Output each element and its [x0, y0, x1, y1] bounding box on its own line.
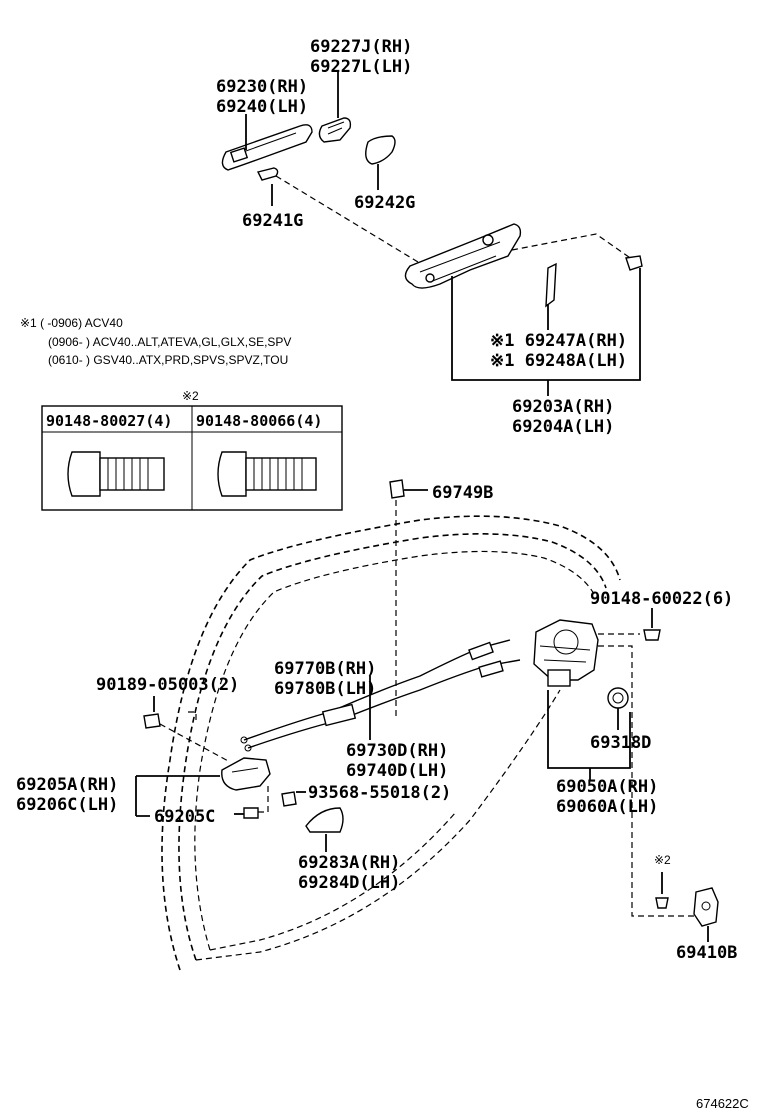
handle-cap-part	[318, 117, 352, 143]
label-69730d: 69730D(RH)	[346, 741, 448, 761]
label-69205a: 69205A(RH)	[16, 775, 118, 795]
outside-handle-part	[221, 124, 313, 171]
label-69318d: 69318D	[590, 733, 651, 753]
lock-rod-knob-part	[389, 479, 405, 499]
label-93568: 93568-55018(2)	[308, 783, 451, 803]
bolt-col-2: 90148-80066(4)	[196, 412, 322, 430]
inside-handle-part	[221, 757, 271, 791]
handle-cover-part	[305, 807, 344, 833]
label-69283a: 69283A(RH)	[298, 853, 400, 873]
handle-frame-part	[404, 223, 522, 289]
note-line-1: ※1 ( -0906) ACV40	[20, 316, 123, 330]
label-69284d: 69284D(LH)	[298, 873, 400, 893]
screw-part	[625, 255, 643, 271]
label-90148-60022: 90148-60022(6)	[590, 589, 733, 609]
bolt-80066-icon	[217, 451, 317, 497]
label-69206c: 69206C(LH)	[16, 795, 118, 815]
label-69227: 69227J(RH)	[310, 37, 412, 57]
label-69204a: 69204A(LH)	[512, 417, 614, 437]
handle-pad-small-part	[256, 167, 279, 181]
label-69203a: 69203A(RH)	[512, 397, 614, 417]
note-mark-2-bottom: ※2	[654, 853, 671, 867]
lock-screw-part	[643, 629, 661, 641]
label-69205c: 69205C	[154, 807, 215, 827]
striker-screw-part	[655, 897, 669, 909]
reference-code: 674622C	[696, 1096, 749, 1111]
label-69770b: 69770B(RH)	[274, 659, 376, 679]
cable-part	[240, 639, 521, 752]
screw-69205c-part	[243, 807, 259, 819]
label-69242g: 69242G	[354, 193, 415, 213]
bolt-table	[41, 405, 343, 511]
label-69410b: 69410B	[676, 943, 737, 963]
bolt-80027-icon	[67, 451, 165, 497]
note-line-3: (0610- ) GSV40..ATX,PRD,SPVS,SPVZ,TOU	[48, 353, 288, 367]
grommet-part	[607, 687, 629, 709]
label-69060a: 69060A(LH)	[556, 797, 658, 817]
label-69780b: 69780B(LH)	[274, 679, 376, 699]
frame-bracket-part	[545, 262, 557, 308]
label-69050a: 69050A(RH)	[556, 777, 658, 797]
label-69740d: 69740D(LH)	[346, 761, 448, 781]
label-69247a: ※1 69247A(RH)	[490, 331, 627, 351]
note-line-2: (0906- ) ACV40..ALT,ATEVA,GL,GLX,SE,SPV	[48, 335, 291, 349]
label-69240: 69240(LH)	[216, 97, 308, 117]
label-90189: 90189-05003(2)	[96, 675, 239, 695]
handle-pad-part	[365, 135, 396, 165]
label-69749b: 69749B	[432, 483, 493, 503]
clip-part	[143, 713, 161, 729]
label-69241g: 69241G	[242, 211, 303, 231]
striker-part	[693, 887, 719, 927]
door-outline	[161, 515, 621, 971]
label-69230: 69230(RH)	[216, 77, 308, 97]
label-69248a: ※1 69248A(LH)	[490, 351, 627, 371]
bolt-col-1: 90148-80027(4)	[46, 412, 172, 430]
screw-93568-part	[281, 791, 297, 807]
label-69227-lh: 69227L(LH)	[310, 57, 412, 77]
door-lock-part	[533, 619, 599, 687]
note-mark-2-top: ※2	[182, 389, 199, 403]
